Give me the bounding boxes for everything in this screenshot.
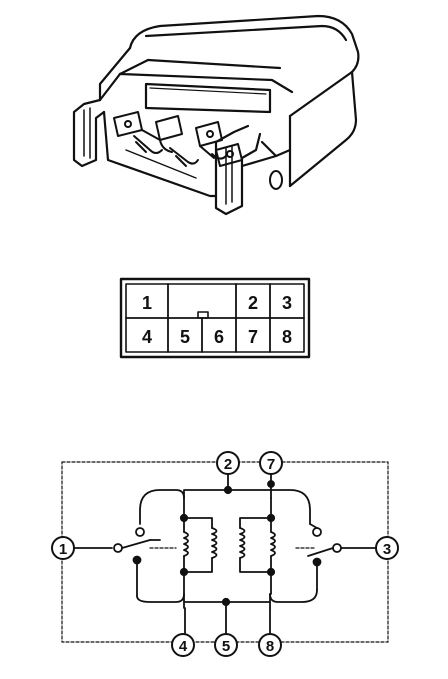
- terminal-5-circle: [214, 633, 238, 657]
- terminal-2-circle: [216, 451, 240, 475]
- pin-3-label: 3: [282, 293, 292, 313]
- pin-6-label: 6: [214, 327, 224, 347]
- terminal-8-circle: [258, 633, 282, 657]
- terminal-5-label: 5: [222, 638, 230, 655]
- relay-housing-top: [128, 14, 360, 118]
- terminal-8-label: 8: [266, 638, 274, 655]
- relay-blade-terminals: [113, 111, 243, 179]
- terminal-leads: [74, 473, 376, 635]
- pin-1-label: 1: [142, 293, 152, 313]
- pin-2-label: 2: [248, 293, 258, 313]
- pin-8-label: 8: [282, 327, 292, 347]
- relay-body-illustration: [72, 14, 360, 216]
- pin-5-label: 5: [180, 327, 190, 347]
- terminal-4-circle: [171, 633, 195, 657]
- connector-face: 1 2 3 4 5 6 7 8: [119, 277, 311, 359]
- terminal-1-circle: [51, 536, 75, 560]
- pin-4-label: 4: [142, 327, 152, 347]
- terminal-3-circle: [375, 536, 399, 560]
- top-bus: [139, 480, 311, 525]
- relay-a: [113, 517, 218, 609]
- connector-outline: [119, 277, 311, 359]
- terminal-4-label: 4: [179, 638, 188, 655]
- relay-b: [239, 517, 342, 609]
- connector-key-notch: [197, 311, 209, 319]
- relay-housing-front-edge: [98, 46, 132, 102]
- terminal-7-label: 7: [267, 456, 275, 473]
- relay-schematic: 1 2 7 3 4 5 8: [51, 451, 399, 657]
- terminal-7-circle: [259, 451, 283, 475]
- relay-left-guide: [72, 98, 106, 168]
- terminal-3-label: 3: [383, 541, 391, 558]
- relay-right-guide: [214, 124, 262, 216]
- terminal-2-label: 2: [224, 456, 232, 473]
- pin-7-label: 7: [248, 327, 258, 347]
- schematic-terminals: 1 2 7 3 4 5 8: [51, 451, 399, 657]
- terminal-1-label: 1: [59, 541, 67, 558]
- bottom-bus: [183, 597, 271, 607]
- relay-housing-side: [288, 70, 358, 188]
